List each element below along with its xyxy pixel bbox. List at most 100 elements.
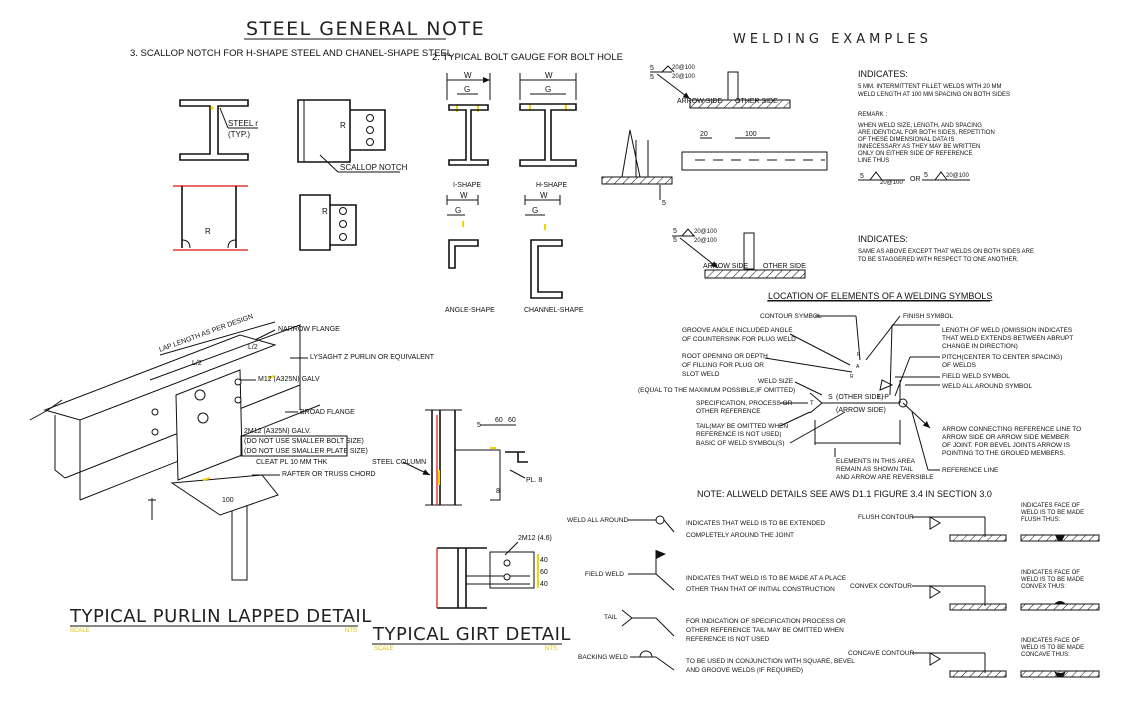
angle-shape-gauge: W G ANGLE-SHAPE <box>445 191 495 314</box>
weld-symbol-elements: LOCATION OF ELEMENTS OF A WELDING SYMBOL… <box>638 291 1081 499</box>
remark-6: LINE THUS <box>858 158 889 164</box>
ref-t: T <box>810 401 814 407</box>
girt-d5: 40 <box>540 581 548 588</box>
ex1-size-bottom: 5 <box>650 74 654 81</box>
ex2-spec-top: 20@100 <box>694 229 717 235</box>
g-label-1: G <box>464 85 470 94</box>
tail-legend-label: TAIL <box>604 614 618 621</box>
allaround-legend-label: WELD ALL AROUND <box>567 517 628 524</box>
angle-shape-label: ANGLE-SHAPE <box>445 307 495 314</box>
mid-size: 5 <box>662 200 666 207</box>
steel-column-label: STEEL COLUMN <box>372 459 426 466</box>
convex-contour-label: CONVEX CONTOUR <box>850 583 912 590</box>
ex2-size-bottom: 5 <box>673 237 677 244</box>
bolt-note-1: 2M12 (A325N) GALV. <box>244 428 311 435</box>
elements-2: REMAIN AS SHOWN TAIL <box>836 466 913 473</box>
field-legend-2: OTHER THAN THAT OF INITIAL CONSTRUCTION <box>686 586 835 593</box>
welding-title: WELDING EXAMPLES <box>733 32 932 47</box>
allaround-legend-2: COMPLETELY AROUND THE JOINT <box>686 532 794 539</box>
pitch-1: PITCH(CENTER TO CENTER SPACING) <box>942 354 1062 361</box>
girt-bolts-label: 2M12 (4.6) <box>518 535 552 542</box>
l2-label-a: L/2 <box>192 360 202 367</box>
ex1-arrow-side: ARROW SIDE <box>677 98 722 105</box>
i-shape-label: I-SHAPE <box>453 182 481 189</box>
backing-legend-1: TO BE USED IN CONJUNCTION WITH SQUARE, B… <box>686 658 855 665</box>
pl8-label: PL. 8 <box>526 477 542 484</box>
ref-arrow: (ARROW SIDE) <box>836 407 886 414</box>
mid-dim100: 100 <box>745 131 757 138</box>
girt-d2: 60 <box>508 417 516 424</box>
dim-100-label: 100 <box>222 497 234 504</box>
ex2-indicates: INDICATES: <box>858 234 908 244</box>
girt-five: 5 <box>477 422 481 429</box>
remark-5: ONLY ON EITHER SIDE OF REFERENCE <box>858 151 972 157</box>
ex1-text1: 5 MM. INTERMITTENT FILLET WELDS WITH 20 … <box>858 84 1001 90</box>
groove-2: OF COUNTERSINK FOR PLUG WELD <box>682 336 796 343</box>
remark-3: OF THESE DIMENSIONAL DATA IS <box>858 137 954 143</box>
symbol-title: LOCATION OF ELEMENTS OF A WELDING SYMBOL… <box>768 291 992 301</box>
concave-contour-label: CONCAVE CONTOUR <box>848 650 915 657</box>
root-3: SLOT WELD <box>682 371 720 378</box>
arrowconn-3: OF JOINT. FOR BEVEL JOINTS ARROW IS <box>942 442 1071 449</box>
w-label-1: W <box>464 71 472 80</box>
ref-r: R <box>850 374 854 380</box>
purlin-nts-label: NTS <box>345 628 357 634</box>
flush-ind-1: INDICATES FACE OF <box>1021 503 1080 509</box>
thus-spec-a: 20@100 <box>880 180 903 186</box>
broad-flange-label: BROAD FLANGE <box>300 409 355 416</box>
bolt-note-2: (DO NOT USE SMALLER BOLT SIZE) <box>244 438 364 445</box>
lysaght-label: LYSAGHT Z PURLIN OR EQUIVALENT <box>310 354 435 361</box>
girt-eight: 8 <box>496 488 500 495</box>
remark-2: ARE IDENTICAL FOR BOTH SIDES, REPETITION <box>858 130 995 136</box>
w-label-2: W <box>545 71 553 80</box>
w-label-3: W <box>460 191 468 200</box>
bolt-note-3: (DO NOT USE SMALLER PLATE SIZE) <box>244 448 368 455</box>
length-3: CHANGE IN DIRECTION) <box>942 343 1018 350</box>
r-label-2: R <box>205 227 211 236</box>
welding-examples: WELDING EXAMPLES 5 5 20@100 20@100 ARROW… <box>601 32 1034 279</box>
g-label-4: G <box>532 206 538 215</box>
lower-channel-plate: R <box>299 194 357 251</box>
thus-spec-b: 20@100 <box>946 173 969 179</box>
ex1-spec-top: 20@100 <box>672 65 695 71</box>
or-label: OR <box>910 176 921 183</box>
girt-d4: 60 <box>540 569 548 576</box>
i-section-scallop: STEEL r (TYP.) <box>179 99 258 161</box>
lower-i-scallop: R <box>173 185 248 251</box>
channel-section-scallop: R SCALLOP NOTCH <box>297 99 408 173</box>
steel-general-note: STEEL GENERAL NOTE 3. SCALLOP NOTCH FOR … <box>130 18 623 314</box>
flush-ind-2: WELD IS TO BE MADE <box>1021 510 1084 516</box>
ref-f: F <box>857 352 860 358</box>
girt-scale-label: SCALE <box>374 646 394 652</box>
w-label-4: W <box>540 191 548 200</box>
h-shape-label: H-SHAPE <box>536 182 567 189</box>
thus-size-a: 5 <box>860 173 864 180</box>
typ-label: (TYP.) <box>228 130 250 139</box>
g-label-2: G <box>545 85 551 94</box>
field-symbol-label: FIELD WELD SYMBOL <box>942 373 1010 380</box>
specproc-2: OTHER REFERENCE <box>696 408 761 415</box>
arrowconn-4: POINTING TO THE GROUED MEMBERS. <box>942 450 1066 457</box>
purlin-lapped-detail: LAP LENGTH AS PER DESIGN L/2 L/2 100 NAR… <box>29 313 435 634</box>
girt-d1: 60 <box>495 417 503 424</box>
ex2-other-side: OTHER SIDE <box>763 263 806 270</box>
size-1: WELD SIZE <box>758 378 794 385</box>
steel-r-label: STEEL r <box>228 119 258 128</box>
length-2: THAT WELD EXTENDS BETWEEN ABRUPT <box>942 335 1073 342</box>
m12-label: M12 (A325N) GALV <box>258 376 320 383</box>
cleat-label: CLEAT PL 10 MM THK <box>256 459 328 466</box>
ex2-spec-bottom: 20@100 <box>694 238 717 244</box>
girt-nts-label: NTS <box>545 646 557 652</box>
pitch-2: OF WELDS <box>942 362 977 369</box>
girt-title: TYPICAL GIRT DETAIL <box>372 624 571 645</box>
ref-other: (OTHER SIDE) <box>836 394 883 401</box>
field-legend-label: FIELD WELD <box>585 571 624 578</box>
concave-ind-1: INDICATES FACE OF <box>1021 638 1080 644</box>
basic-label: BASIC OF WELD SYMBOL(S) <box>696 440 785 447</box>
backing-legend-2: AND GROOVE WELDS (IF REQUIRED) <box>686 667 803 674</box>
l2-label-b: L/2 <box>248 344 258 351</box>
h-shape-gauge: W G H-SHAPE <box>519 71 577 189</box>
allaround-legend-1: INDICATES THAT WELD IS TO BE EXTENDED <box>686 520 825 527</box>
ex1-other-side: OTHER SIDE <box>735 98 778 105</box>
